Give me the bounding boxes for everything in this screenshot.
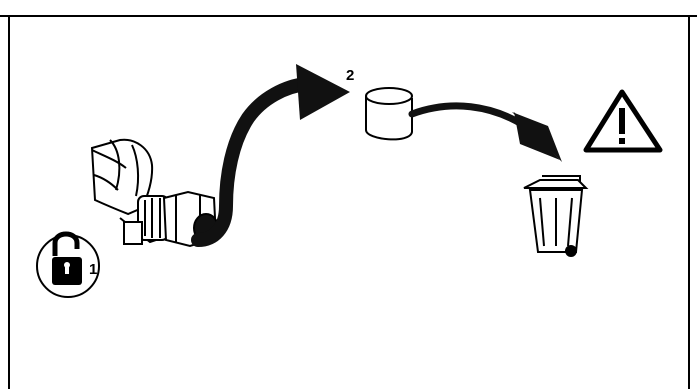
wheelie-bin-icon [523,175,589,257]
unlock-padlock-icon [36,231,100,298]
curved-arrow-2 [408,102,562,162]
curved-arrow-1 [191,64,350,247]
warning-triangle-icon [583,89,663,153]
step-label-2: 2 [346,67,354,84]
protective-cap-illustration [365,87,413,141]
step-label-1: 1 [89,261,97,278]
diagram-frame [0,15,697,389]
